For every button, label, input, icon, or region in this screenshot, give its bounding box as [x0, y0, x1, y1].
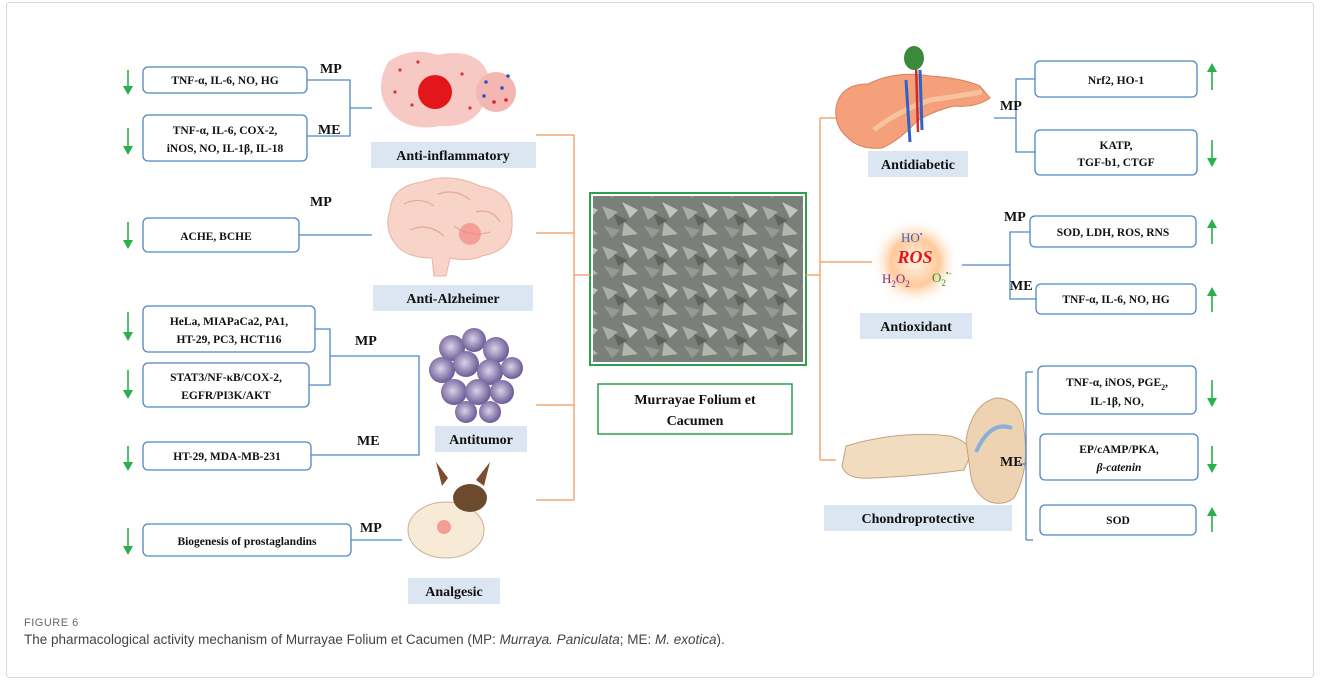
box-at-2-text-2: EGFR/PI3K/AKT [181, 390, 271, 402]
source-label-mp-az: MP [310, 195, 332, 210]
source-label-me-ch: ME [1000, 455, 1023, 470]
source-label-mp-ao: MP [1004, 210, 1026, 225]
box-ao-1-text: SOD, LDH, ROS, RNS [1057, 227, 1169, 239]
box-at-1-text-2: HT-29, PC3, HCT116 [176, 334, 281, 346]
box-ch-2-text-2: β-catenin [1096, 462, 1142, 474]
figure-label: FIGURE 6 [24, 617, 1304, 629]
source-label-mp-an: MP [360, 521, 382, 536]
box-ch-1-text-2: IL-1β, NO, [1090, 396, 1144, 408]
down-arrow-ai-2 [123, 128, 133, 155]
center-title-line2: Cacumen [667, 414, 724, 429]
down-arrow-at-2 [123, 370, 133, 399]
pancreas-illustration [836, 46, 990, 148]
category-analgesic: Analgesic [425, 585, 483, 600]
ros-ho: HO• [901, 230, 923, 245]
down-arrow-at-3 [123, 446, 133, 471]
down-arrow-at-1 [123, 312, 133, 341]
source-label-mp-at: MP [355, 334, 377, 349]
source-label-mp-ad: MP [1000, 99, 1022, 114]
right-orange-connector [806, 118, 872, 460]
box-at-1-text-1: HeLa, MIAPaCa2, PA1, [170, 316, 288, 328]
box-at-2-text-1: STAT3/NF-κB/COX-2, [170, 372, 282, 384]
source-label-mp-ai: MP [320, 62, 342, 77]
box-ao-2-text: TNF-α, IL-6, NO, HG [1062, 294, 1169, 306]
source-label-me-at: ME [357, 434, 380, 449]
center-node: Murrayae Folium et Cacumen [590, 193, 806, 434]
inflammation-cell-illustration [381, 52, 516, 128]
category-anti-alzheimer: Anti-Alzheimer [406, 292, 499, 307]
ros-label: ROS [896, 247, 932, 267]
center-leaf-image [593, 196, 803, 362]
group-anti-alzheimer: Anti-Alzheimer ACHE, BCHE MP [123, 178, 533, 311]
down-arrow-ad-2 [1207, 140, 1217, 167]
box-ai-1-text: TNF-α, IL-6, NO, HG [171, 75, 278, 87]
center-title-line1: Murrayae Folium et [634, 393, 756, 408]
box-ad-1-text: Nrf2, HO-1 [1088, 75, 1144, 87]
box-ch-3-text: SOD [1106, 515, 1130, 527]
group-chondroprotective: Chondroprotective TNF-α, iNOS, PGE2, IL-… [824, 366, 1217, 540]
category-antitumor: Antitumor [449, 433, 513, 448]
group-analgesic: Analgesic Biogenesis of prostaglandins M… [123, 462, 500, 604]
box-ad-2-text-1: KATP, [1100, 140, 1133, 152]
group-anti-inflammatory: Anti-inflammatory TNF-α, IL-6, NO, HG TN… [123, 52, 536, 168]
group-antitumor: Antitumor HeLa, MIAPaCa2, PA1, HT-29, PC… [123, 306, 527, 471]
group-antidiabetic: Antidiabetic Nrf2, HO-1 KATP, TGF-b1, CT… [836, 46, 1217, 177]
diagram: Murrayae Folium et Cacumen An [0, 0, 1320, 610]
source-label-me-ai: ME [318, 123, 341, 138]
box-ai-2-text-1: TNF-α, IL-6, COX-2, [173, 125, 278, 137]
down-arrow-ch-1 [1207, 380, 1217, 407]
box-an-1-text: Biogenesis of prostaglandins [177, 536, 317, 548]
down-arrow-ch-2 [1207, 446, 1217, 473]
figure-caption-text: The pharmacological activity mechanism o… [24, 632, 1304, 647]
up-arrow-ao-2 [1207, 287, 1217, 312]
category-antidiabetic: Antidiabetic [881, 158, 955, 173]
up-arrow-ch-3 [1207, 507, 1217, 532]
down-arrow-ai-1 [123, 70, 133, 95]
group-antioxidant: HO• ROS H2O2 O2•- Antioxidant SOD, LDH, … [860, 210, 1217, 339]
category-anti-inflammatory: Anti-inflammatory [396, 149, 510, 164]
tumor-cells-illustration [429, 328, 523, 423]
down-arrow-an-1 [123, 528, 133, 555]
box-ai-2-text-2: iNOS, NO, IL-1β, IL-18 [167, 143, 284, 155]
source-label-me-ao: ME [1010, 279, 1033, 294]
box-ch-2-text-1: EP/cAMP/PKA, [1079, 444, 1159, 456]
figure-caption: FIGURE 6 The pharmacological activity me… [24, 617, 1304, 647]
box-at-3-text: HT-29, MDA-MB-231 [173, 451, 281, 463]
rabbit-illustration [408, 462, 490, 558]
joint-illustration [842, 398, 1026, 503]
category-chondroprotective: Chondroprotective [861, 512, 974, 527]
up-arrow-ad-1 [1207, 63, 1217, 90]
brain-illustration [388, 178, 512, 276]
left-orange-connector [536, 135, 590, 500]
box-ad-2-text-2: TGF-b1, CTGF [1077, 157, 1154, 169]
category-antioxidant: Antioxidant [880, 320, 952, 335]
up-arrow-ao-1 [1207, 219, 1217, 244]
down-arrow-az-1 [123, 222, 133, 249]
box-az-1-text: ACHE, BCHE [180, 231, 252, 243]
